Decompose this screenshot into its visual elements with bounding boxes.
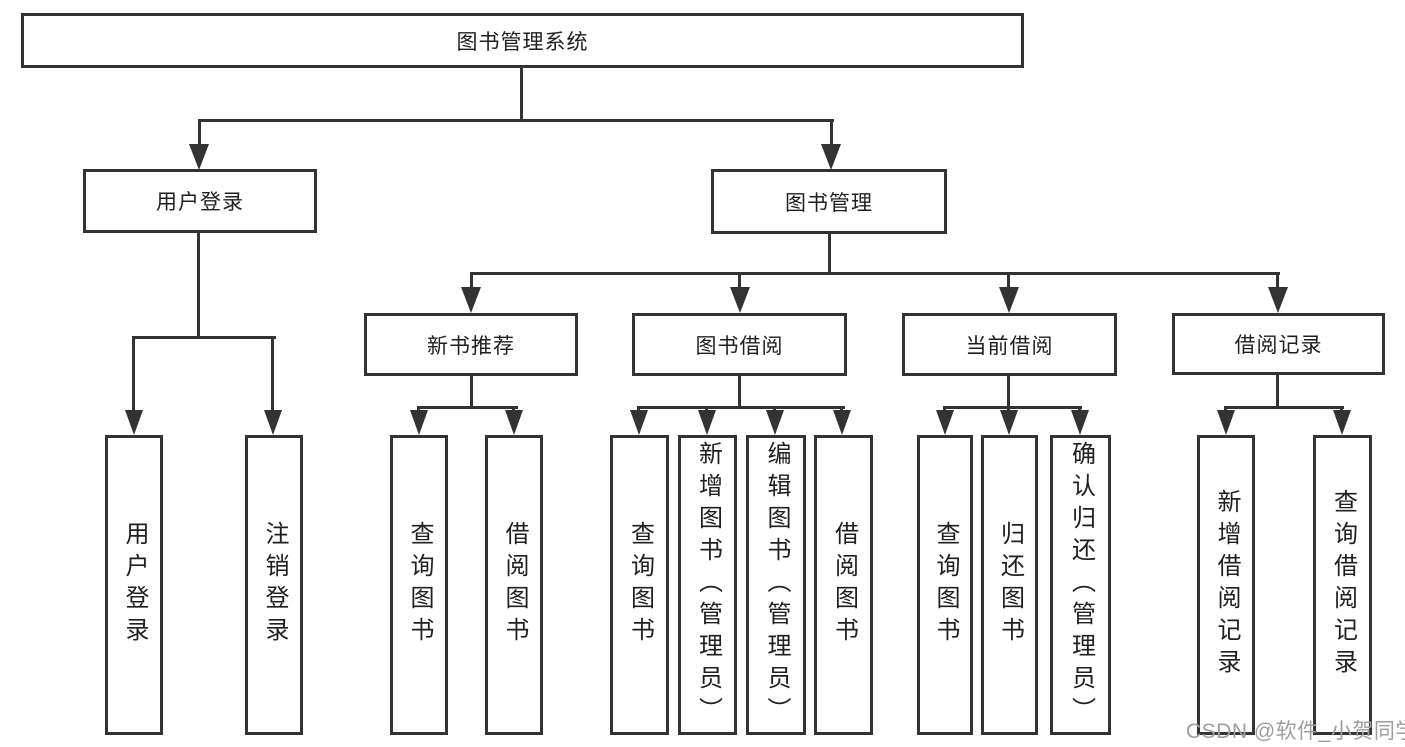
connector-book-borrow-horizontal bbox=[638, 406, 845, 409]
node-leaf-confirm-return-admin: 确认归还（管理员） bbox=[1050, 435, 1111, 735]
node-book-mgmt: 图书管理 bbox=[711, 169, 947, 234]
arrow-down-icon bbox=[1268, 287, 1288, 313]
node-leaf-current-query-books-label: 查询图书 bbox=[932, 521, 959, 649]
node-leaf-borrow-books-label: 借阅图书 bbox=[830, 521, 858, 649]
node-leaf-add-borrow-record-label: 新增借阅记录 bbox=[1213, 489, 1240, 681]
arrow-down-icon bbox=[833, 410, 851, 435]
node-leaf-rec-borrow-books: 借阅图书 bbox=[485, 435, 543, 735]
node-new-book-recommend: 新书推荐 bbox=[364, 313, 578, 376]
arrow-down-icon bbox=[821, 144, 841, 170]
node-leaf-return-books-label: 归还图书 bbox=[996, 521, 1024, 649]
arrow-down-icon bbox=[264, 410, 282, 435]
connector-stem-new-book bbox=[470, 272, 473, 290]
node-leaf-borrow-books: 借阅图书 bbox=[814, 435, 873, 735]
node-leaf-rec-borrow-books-label: 借阅图书 bbox=[501, 521, 528, 649]
connector-new-book-drop bbox=[470, 375, 473, 408]
node-book-borrow-label: 图书借阅 bbox=[695, 334, 784, 358]
connector-stem-borrow-records bbox=[1276, 272, 1279, 290]
csdn-watermark: CSDN @软件_小贺同学 bbox=[1186, 720, 1405, 743]
connector-user-login-horizontal bbox=[132, 336, 276, 339]
node-leaf-edit-books-admin: 编辑图书（管理员） bbox=[746, 435, 806, 735]
connector-book-borrow-drop bbox=[738, 375, 741, 408]
arrow-down-icon bbox=[766, 410, 784, 435]
node-root: 图书管理系统 bbox=[21, 13, 1024, 68]
node-user-login-label: 用户登录 bbox=[156, 191, 244, 214]
arrow-down-icon bbox=[999, 287, 1019, 313]
connector-new-book-horizontal bbox=[417, 406, 518, 409]
node-current-borrow-label: 当前借阅 bbox=[965, 334, 1054, 358]
connector-borrow-records-horizontal bbox=[1224, 406, 1344, 409]
node-leaf-add-books-admin-label: 新增图书（管理员） bbox=[694, 441, 722, 729]
node-leaf-query-borrow-record-label: 查询借阅记录 bbox=[1329, 489, 1357, 681]
node-leaf-borrow-query-books-label: 查询图书 bbox=[626, 521, 654, 649]
arrow-down-icon bbox=[461, 287, 481, 313]
arrow-down-icon bbox=[125, 410, 143, 435]
arrow-down-icon bbox=[1000, 410, 1018, 435]
node-leaf-login: 用户登录 bbox=[105, 435, 163, 735]
connector-level1-horizontal bbox=[198, 119, 834, 122]
arrow-down-icon bbox=[189, 144, 209, 170]
connector-stem-user-login bbox=[198, 119, 201, 147]
node-new-book-recommend-label: 新书推荐 bbox=[427, 334, 515, 358]
connector-stem-login bbox=[132, 336, 135, 413]
node-leaf-add-borrow-record: 新增借阅记录 bbox=[1197, 435, 1255, 735]
node-borrow-records-label: 借阅记录 bbox=[1234, 334, 1323, 357]
connector-current-borrow-horizontal bbox=[943, 406, 1082, 409]
connector-stem-book-borrow bbox=[738, 272, 741, 290]
node-leaf-rec-query-books: 查询图书 bbox=[390, 435, 448, 735]
arrow-down-icon bbox=[630, 410, 648, 435]
connector-borrow-records-drop bbox=[1276, 374, 1279, 408]
node-user-login: 用户登录 bbox=[83, 169, 317, 233]
connector-root-drop bbox=[520, 68, 523, 120]
arrow-down-icon bbox=[936, 410, 954, 435]
arrow-down-icon bbox=[505, 410, 523, 435]
arrow-down-icon bbox=[1071, 410, 1089, 435]
node-book-borrow: 图书借阅 bbox=[632, 313, 847, 376]
node-leaf-borrow-query-books: 查询图书 bbox=[610, 435, 669, 735]
node-book-mgmt-label: 图书管理 bbox=[785, 191, 873, 215]
arrow-down-icon bbox=[410, 410, 428, 435]
arrow-down-icon bbox=[730, 287, 750, 313]
node-leaf-query-borrow-record: 查询借阅记录 bbox=[1313, 435, 1372, 735]
node-leaf-logout: 注销登录 bbox=[245, 435, 303, 735]
connector-stem-logout bbox=[271, 336, 274, 413]
arrow-down-icon bbox=[698, 410, 716, 435]
node-leaf-rec-query-books-label: 查询图书 bbox=[406, 521, 433, 649]
node-root-label: 图书管理系统 bbox=[456, 30, 589, 54]
node-borrow-records: 借阅记录 bbox=[1172, 313, 1385, 375]
node-leaf-confirm-return-admin-label: 确认归还（管理员） bbox=[1067, 441, 1095, 729]
arrow-down-icon bbox=[1217, 410, 1235, 435]
node-leaf-logout-label: 注销登录 bbox=[261, 521, 288, 649]
connector-user-login-drop bbox=[197, 232, 200, 337]
connector-current-borrow-drop bbox=[1007, 375, 1010, 408]
connector-stem-current-borrow bbox=[1007, 272, 1010, 290]
arrow-down-icon bbox=[1333, 410, 1351, 435]
node-current-borrow: 当前借阅 bbox=[902, 313, 1117, 376]
connector-book-mgmt-drop bbox=[828, 234, 831, 274]
node-leaf-login-label: 用户登录 bbox=[121, 521, 148, 649]
node-leaf-current-query-books: 查询图书 bbox=[917, 435, 973, 735]
connector-book-mgmt-horizontal bbox=[470, 272, 1280, 275]
connector-stem-book-mgmt bbox=[830, 119, 833, 147]
node-leaf-edit-books-admin-label: 编辑图书（管理员） bbox=[763, 441, 790, 729]
node-leaf-add-books-admin: 新增图书（管理员） bbox=[678, 435, 737, 735]
node-leaf-return-books: 归还图书 bbox=[981, 435, 1038, 735]
